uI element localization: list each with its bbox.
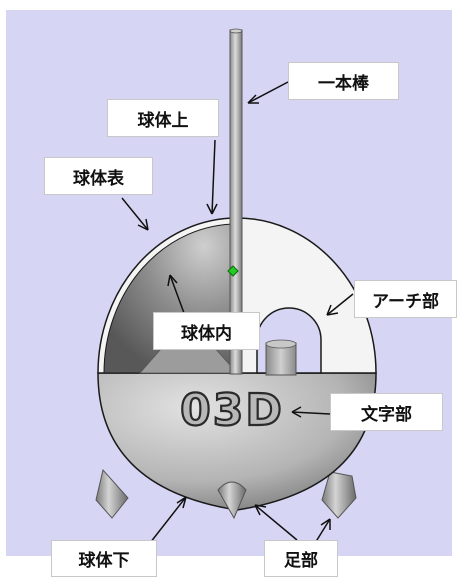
green-marker — [227, 265, 239, 277]
label-arch: アーチ部 — [354, 280, 457, 318]
pointer-arrows — [121, 81, 354, 557]
label-sphere-inner: 球体内 — [153, 312, 260, 350]
engraved-text: 03D — [180, 385, 284, 436]
label-sphere-surface: 球体表 — [44, 157, 153, 195]
side-feet — [95, 468, 357, 519]
label-sphere-bottom: 球体下 — [51, 540, 157, 577]
label-foot: 足部 — [264, 540, 338, 577]
center-foot — [217, 481, 247, 520]
label-rod: 一本棒 — [288, 62, 399, 100]
label-sphere-top: 球体上 — [107, 99, 219, 137]
label-text-part: 文字部 — [330, 393, 443, 431]
